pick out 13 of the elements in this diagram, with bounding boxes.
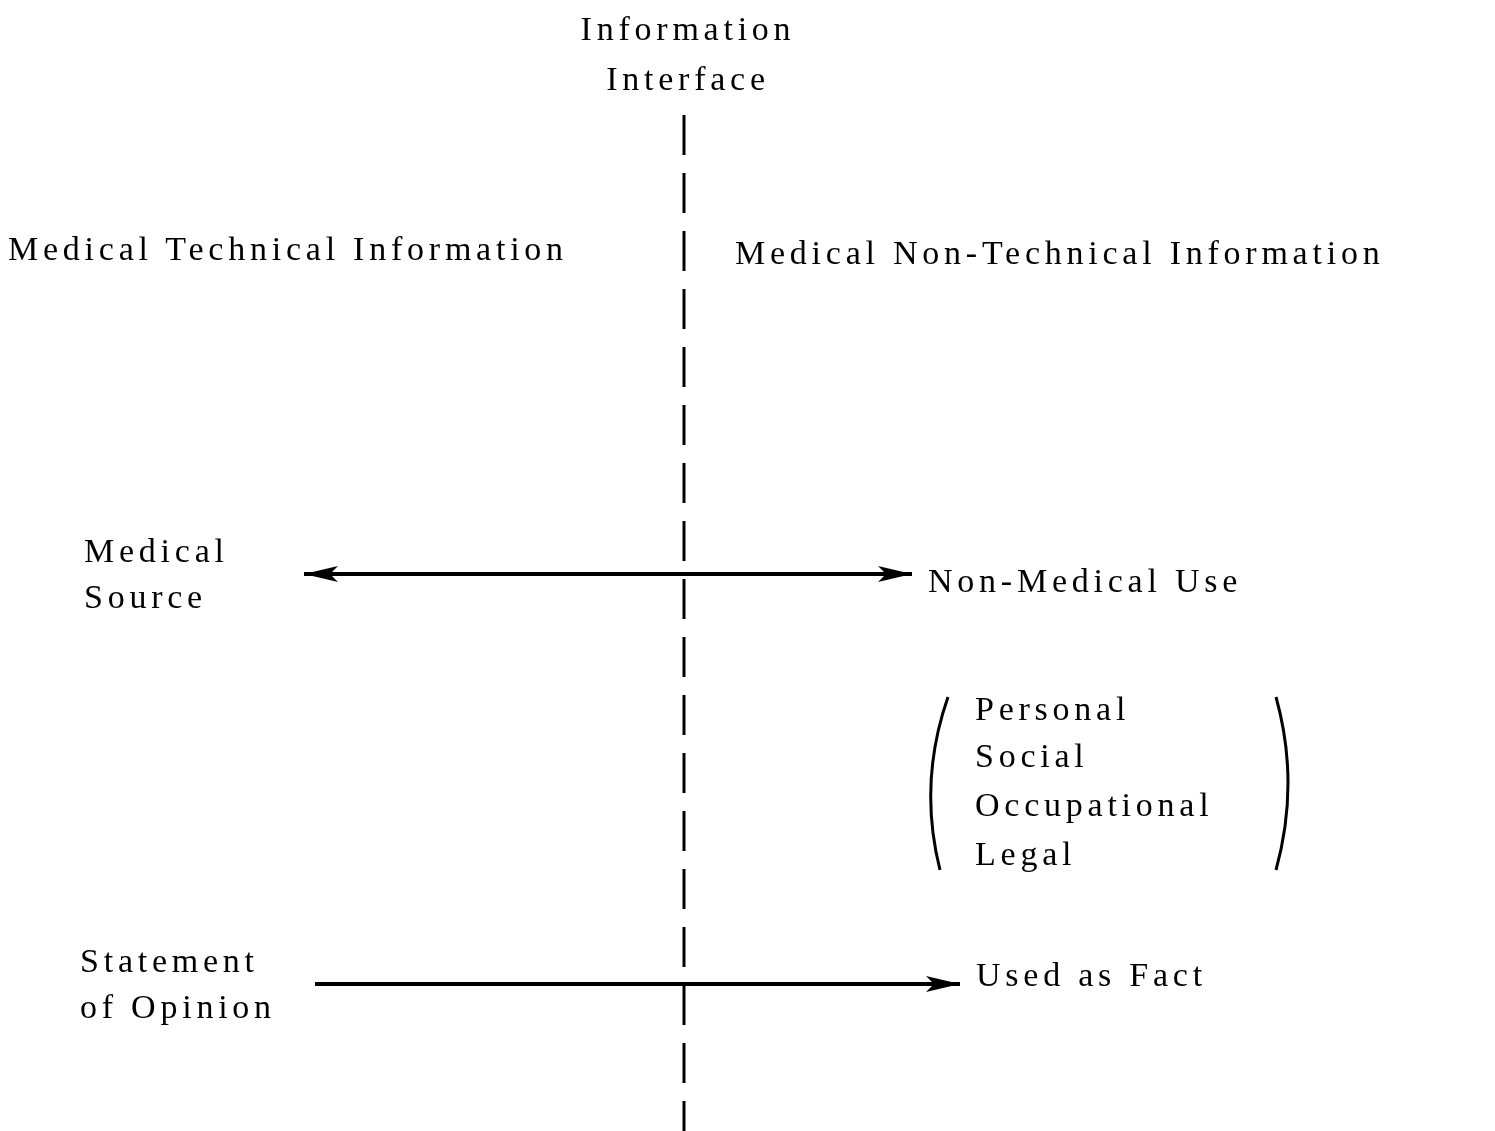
list-item: Personal (975, 689, 1132, 729)
list-item: Occupational (975, 785, 1215, 825)
node-label: Used as Fact (976, 955, 1207, 995)
node-label: Statement of Opinion (80, 941, 277, 1027)
list-item: Social (975, 736, 1090, 776)
node-label: Medical Source (84, 531, 230, 617)
arrow (315, 976, 960, 992)
column-heading: Medical Technical Information (8, 229, 569, 269)
list-item: Legal (975, 834, 1078, 874)
node-label: Non-Medical Use (928, 561, 1243, 601)
column-heading: Medical Non-Technical Information (735, 233, 1386, 273)
divider-heading: Information Interface (579, 9, 797, 99)
arrow (304, 566, 912, 582)
